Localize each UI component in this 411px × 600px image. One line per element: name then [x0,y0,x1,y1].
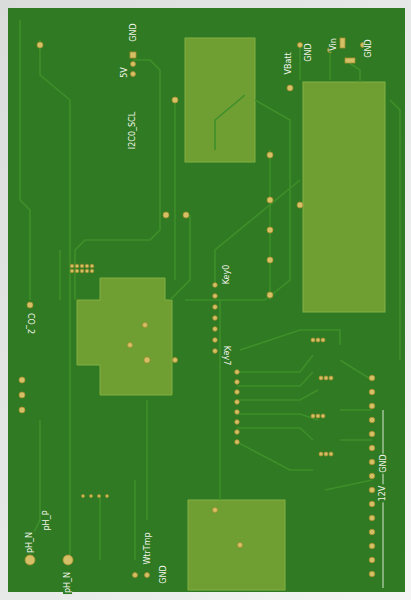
pad [90,264,94,268]
silkscreen-label: WtrTmp [143,531,152,565]
silkscreen-label: VBatt [283,51,292,75]
silkscreen-label: pH_N [63,570,72,593]
pad [369,543,375,549]
pad [213,294,218,299]
pad [369,417,375,423]
pad [80,264,84,268]
trace [20,20,400,560]
board-substrate [8,8,405,592]
pad [324,452,328,456]
pad [369,571,375,577]
pad [329,376,333,380]
silkscreen-label: Key0 [223,263,232,285]
pad [369,473,375,479]
pad [90,269,94,273]
pad [369,557,375,563]
pad [329,452,333,456]
pad [213,349,218,354]
silkscreen-label: Key7 [223,344,232,366]
pad [106,495,109,498]
pad [369,459,375,465]
pad [235,400,240,405]
pad [235,380,240,385]
pad [235,440,240,445]
silkscreen-label: 5V [120,66,129,79]
pad [85,269,89,273]
pad [75,269,79,273]
pad [369,375,375,381]
pad [316,338,320,342]
pad [321,414,325,418]
pad [70,269,74,273]
pad [369,515,375,521]
pad [213,338,218,343]
pad [321,338,325,342]
pad [80,269,84,273]
pad [319,376,323,380]
pad [235,410,240,415]
pad [19,38,375,578]
pad [369,487,375,493]
pad [213,327,218,332]
pad [369,431,375,437]
pad [213,283,218,288]
pad [75,264,79,268]
pad [324,376,328,380]
pad [85,264,89,268]
pad [235,430,240,435]
pad [369,529,375,535]
silkscreen-label: GND [304,42,313,62]
pad [319,452,323,456]
pad [235,370,240,375]
silkscreen-label: GND [129,22,138,42]
pad [369,389,375,395]
pad [70,264,74,268]
silkscreen-label: GND [379,453,388,473]
pad [311,338,315,342]
silkscreen-label: CO_2 [25,312,34,335]
pad [311,414,315,418]
silkscreen-label: 12V [379,484,388,502]
pad [90,495,93,498]
pad [369,501,375,507]
silkscreen-label: pH_P [42,509,51,531]
pad [82,495,85,498]
pad [213,316,218,321]
pad [235,420,240,425]
silkscreen-label: GND [159,564,168,584]
silkscreen-label: I2C0_SCL [129,110,138,149]
pad [235,390,240,395]
copper-pour [77,38,385,590]
pad [213,305,218,310]
pad [98,495,101,498]
pad [369,403,375,409]
silkscreen-label: pH_N [25,530,34,553]
pad [369,445,375,451]
silkscreen-label: GND [364,38,373,58]
silkscreen-label: Vin [329,37,338,52]
pad [316,414,320,418]
